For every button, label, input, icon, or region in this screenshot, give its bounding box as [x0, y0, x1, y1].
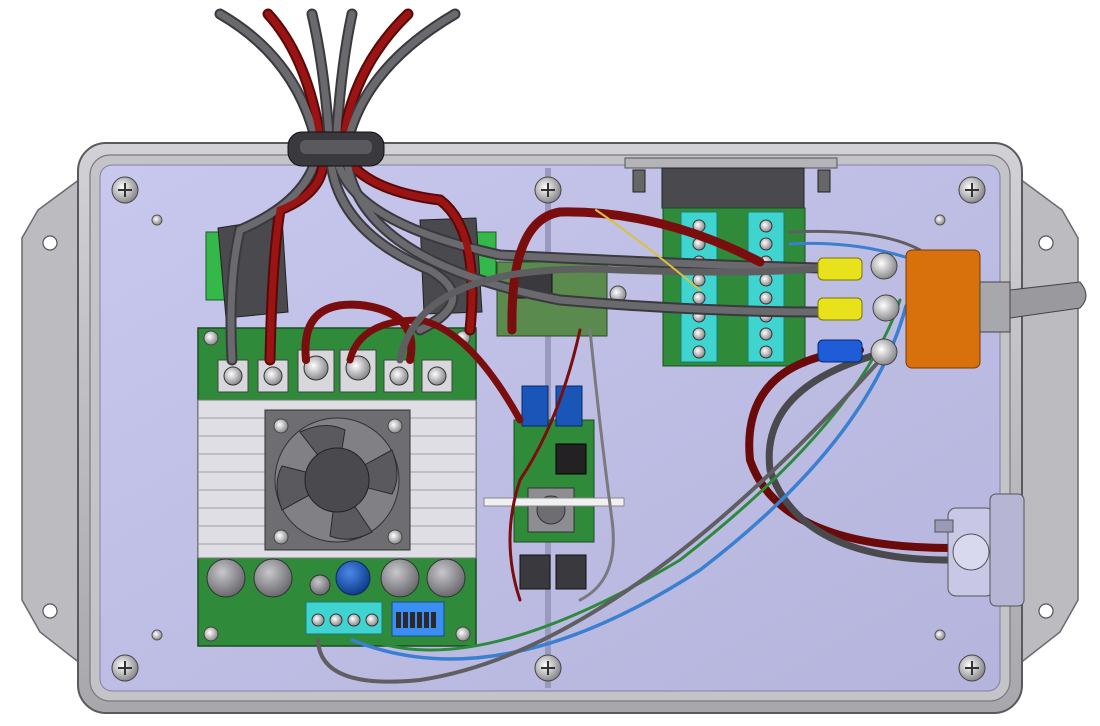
wiring	[214, 8, 954, 684]
fan-screw	[273, 529, 289, 545]
panel-screw	[151, 214, 163, 226]
flange-hole-bottom-right	[1038, 603, 1054, 619]
panel-screw	[934, 214, 946, 226]
wire-red	[346, 316, 524, 424]
wire-gray	[765, 352, 954, 564]
board-screw	[203, 330, 219, 346]
toggle-switch	[905, 249, 1087, 369]
lid-hinge	[624, 157, 838, 209]
wire-gray	[396, 264, 824, 364]
fan-hub	[304, 447, 370, 513]
screw-top-left	[111, 176, 139, 204]
panel-screw	[934, 629, 946, 641]
panel-screw	[151, 629, 163, 641]
wire-red	[507, 207, 765, 335]
driver-board	[197, 327, 477, 647]
cable-grommet	[287, 131, 385, 167]
wire-red-inner	[264, 10, 327, 364]
flange-hole-top-left	[42, 235, 58, 251]
screw-bottom-left	[111, 654, 139, 682]
fan-screw	[273, 418, 289, 434]
wire-thin	[578, 328, 615, 602]
screw-top-middle	[534, 176, 562, 204]
screw-bottom-middle	[534, 654, 562, 682]
panel-connector	[934, 493, 1025, 607]
fan-screw	[387, 418, 403, 434]
terminal-strip-board	[662, 207, 806, 367]
fan-screw	[387, 529, 403, 545]
enclosure-screws	[111, 176, 986, 682]
wire-gray	[788, 229, 922, 252]
board-screw	[455, 626, 471, 642]
ring-terminals	[817, 252, 900, 366]
regulator-board	[483, 385, 625, 590]
wire-gray-inner	[342, 10, 824, 316]
wire-gray-inner	[216, 10, 322, 364]
electrolytic-capacitors	[206, 558, 466, 598]
wire-gray-inner	[332, 10, 824, 272]
screw-top-right	[958, 176, 986, 204]
driver-terminal-block	[217, 349, 453, 393]
flange-hole-bottom-left	[42, 603, 58, 619]
wire-thin	[595, 209, 701, 291]
wire-green	[368, 298, 902, 652]
control-terminal-block	[305, 601, 383, 635]
wire-red	[745, 346, 954, 552]
wire-blue	[350, 304, 908, 661]
wire-gray	[316, 358, 882, 684]
screw-bottom-right	[958, 654, 986, 682]
wire-thin	[508, 328, 582, 602]
ring-terminal-yellow	[817, 297, 863, 321]
wire-red-inner	[338, 10, 476, 334]
board-screw	[203, 626, 219, 642]
flange-hole-top-right	[1038, 235, 1054, 251]
ring-terminal-yellow	[817, 257, 863, 281]
ring-terminal-blue	[817, 339, 863, 363]
dip-switch	[391, 601, 445, 637]
